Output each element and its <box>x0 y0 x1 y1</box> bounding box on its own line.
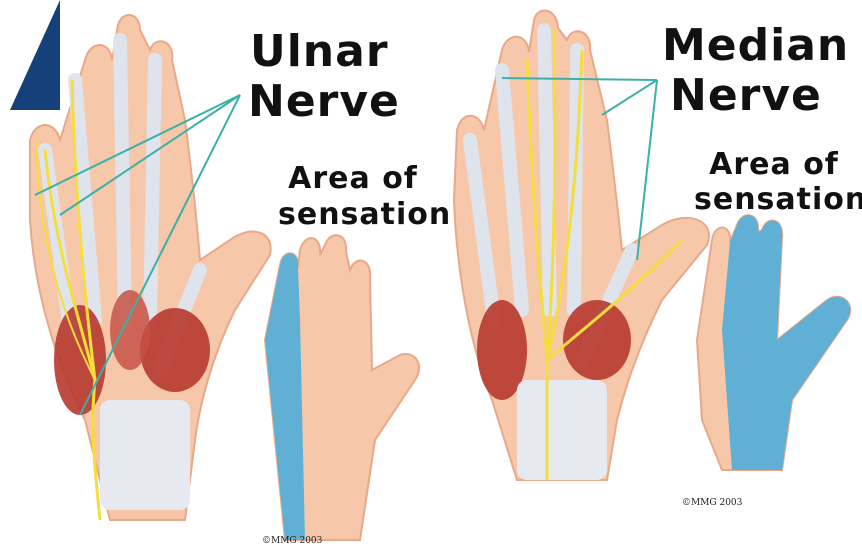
area-label-line1: Area of <box>278 162 428 197</box>
credit-left: ©MMG 2003 <box>262 536 322 546</box>
corner-accent <box>0 0 60 110</box>
area-label-line2: sensation <box>278 198 428 233</box>
ulnar-nerve-panel: Ulnar Nerve Area of sensation ©MMG 2003 <box>0 0 430 550</box>
anatomical-hand-left <box>30 15 271 520</box>
median-label-line1: Median <box>662 24 849 68</box>
sensation-area-median <box>722 215 850 470</box>
area-label-line2-right: sensation <box>694 183 854 218</box>
credit-right: ©MMG 2003 <box>682 498 742 508</box>
ulnar-label-line2: Nerve <box>248 80 400 124</box>
sensation-hand-left <box>265 235 419 540</box>
median-label-line2: Nerve <box>670 74 822 118</box>
area-label-line1-right: Area of <box>694 148 854 183</box>
median-nerve-panel: Median Nerve Area of sensation ©MMG 2003 <box>432 0 862 550</box>
sensation-hand-right <box>697 215 850 470</box>
ulnar-label-line1: Ulnar <box>250 30 389 74</box>
sensation-area-ulnar <box>265 253 305 540</box>
